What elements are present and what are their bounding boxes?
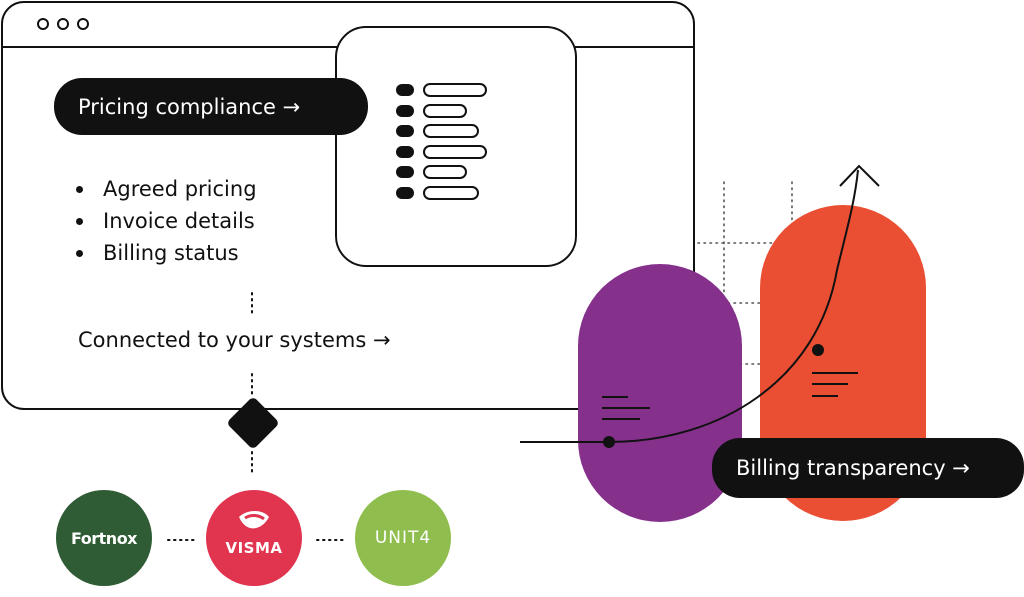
list-item-label: Invoice details — [103, 209, 255, 233]
logo-name: UNIT4 — [374, 528, 432, 548]
fortnox-logo: Fortnox — [56, 490, 152, 586]
list-item: Invoice details — [76, 205, 257, 237]
list-item: Billing status — [76, 237, 257, 269]
curve-point — [812, 344, 824, 356]
logo-name: Fortnox — [70, 528, 138, 548]
logo-name: VISMA — [225, 539, 283, 557]
list-item: Agreed pricing — [76, 173, 257, 205]
connected-label: Connected to your systems → — [78, 328, 391, 352]
feature-list: Agreed pricing Invoice details Billing s… — [76, 173, 257, 269]
arrow-head-icon — [839, 164, 880, 187]
visma-logo: VISMA — [206, 490, 302, 586]
checklist-rows — [396, 83, 487, 200]
window-dots — [37, 18, 89, 30]
billing-transparency-label: Billing transparency → — [712, 438, 1024, 498]
window-dot — [77, 18, 89, 30]
curve-point — [603, 436, 615, 448]
growth-curve — [520, 169, 859, 443]
pricing-compliance-label: Pricing compliance → — [54, 78, 368, 135]
window-dot — [57, 18, 69, 30]
bullet-icon — [76, 185, 83, 193]
list-item-label: Agreed pricing — [103, 177, 257, 201]
visma-mark-icon — [239, 511, 269, 529]
diamond-connector — [228, 398, 278, 448]
purple-capsule — [578, 264, 742, 522]
bullet-icon — [76, 217, 83, 225]
unit4-logo: UNIT4 — [355, 490, 451, 586]
window-dot — [37, 18, 49, 30]
bullet-icon — [76, 249, 83, 257]
list-item-label: Billing status — [103, 241, 239, 265]
capsule-text-lines — [602, 372, 858, 420]
